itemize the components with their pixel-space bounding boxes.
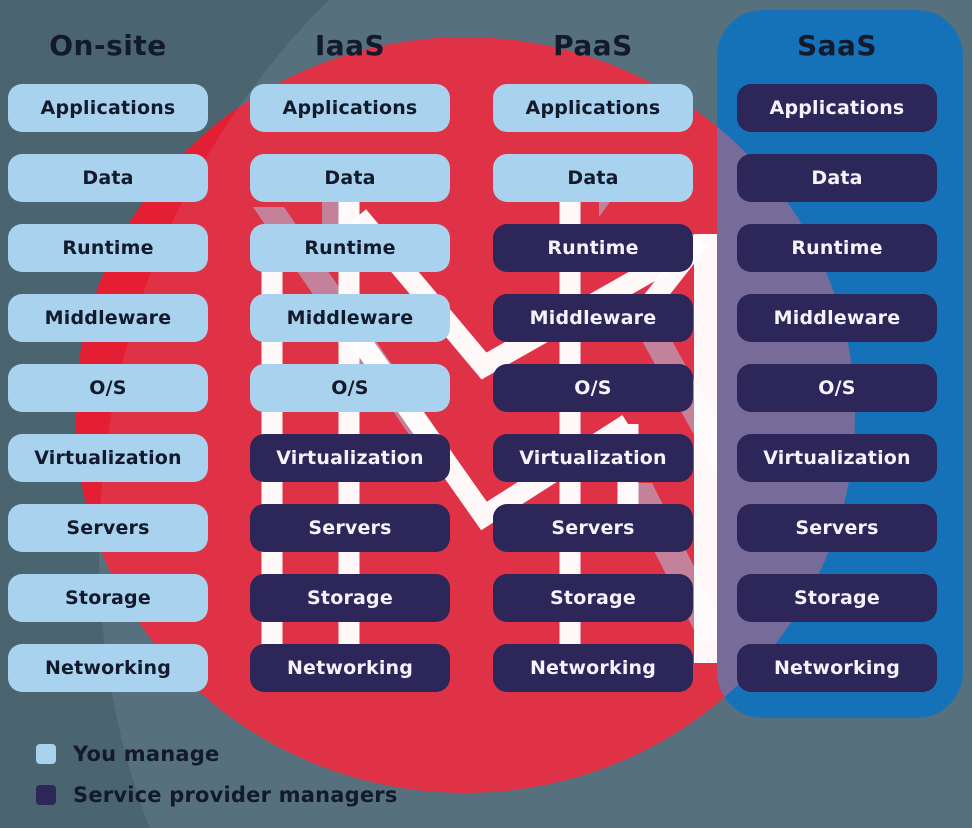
pill-iaas-servers: Servers (250, 504, 450, 552)
pill-iaas-data: Data (250, 154, 450, 202)
pill-iaas-virtualization: Virtualization (250, 434, 450, 482)
pill-paas-middleware: Middleware (493, 294, 693, 342)
pill-on-site-networking: Networking (8, 644, 208, 692)
legend-item-1: Service provider managers (36, 783, 398, 807)
pill-on-site-servers: Servers (8, 504, 208, 552)
pill-on-site-virtualization: Virtualization (8, 434, 208, 482)
pill-saas-middleware: Middleware (737, 294, 937, 342)
legend-label: Service provider managers (73, 783, 398, 807)
pill-saas-virtualization: Virtualization (737, 434, 937, 482)
pill-on-site-runtime: Runtime (8, 224, 208, 272)
pill-on-site-middleware: Middleware (8, 294, 208, 342)
pill-saas-data: Data (737, 154, 937, 202)
pill-iaas-middleware: Middleware (250, 294, 450, 342)
pill-iaas-storage: Storage (250, 574, 450, 622)
pill-on-site-o-s: O/S (8, 364, 208, 412)
column-header-iaas: IaaS (314, 29, 386, 62)
pill-on-site-data: Data (8, 154, 208, 202)
pill-iaas-networking: Networking (250, 644, 450, 692)
column-header-saas: SaaS (796, 29, 878, 62)
pill-saas-servers: Servers (737, 504, 937, 552)
pill-paas-virtualization: Virtualization (493, 434, 693, 482)
pill-on-site-storage: Storage (8, 574, 208, 622)
pill-saas-runtime: Runtime (737, 224, 937, 272)
pill-paas-runtime: Runtime (493, 224, 693, 272)
pill-saas-storage: Storage (737, 574, 937, 622)
pill-saas-applications: Applications (737, 84, 937, 132)
column-header-on-site: On-site (49, 29, 167, 62)
legend-swatch (36, 785, 56, 805)
column-header-paas: PaaS (553, 29, 633, 62)
pill-paas-data: Data (493, 154, 693, 202)
pill-saas-o-s: O/S (737, 364, 937, 412)
pill-paas-storage: Storage (493, 574, 693, 622)
pill-on-site-applications: Applications (8, 84, 208, 132)
pill-paas-networking: Networking (493, 644, 693, 692)
pill-paas-servers: Servers (493, 504, 693, 552)
pill-saas-networking: Networking (737, 644, 937, 692)
pill-paas-applications: Applications (493, 84, 693, 132)
pill-iaas-applications: Applications (250, 84, 450, 132)
pill-iaas-o-s: O/S (250, 364, 450, 412)
legend-item-0: You manage (36, 742, 398, 766)
pill-paas-o-s: O/S (493, 364, 693, 412)
legend-label: You manage (73, 742, 220, 766)
pill-iaas-runtime: Runtime (250, 224, 450, 272)
legend-swatch (36, 744, 56, 764)
